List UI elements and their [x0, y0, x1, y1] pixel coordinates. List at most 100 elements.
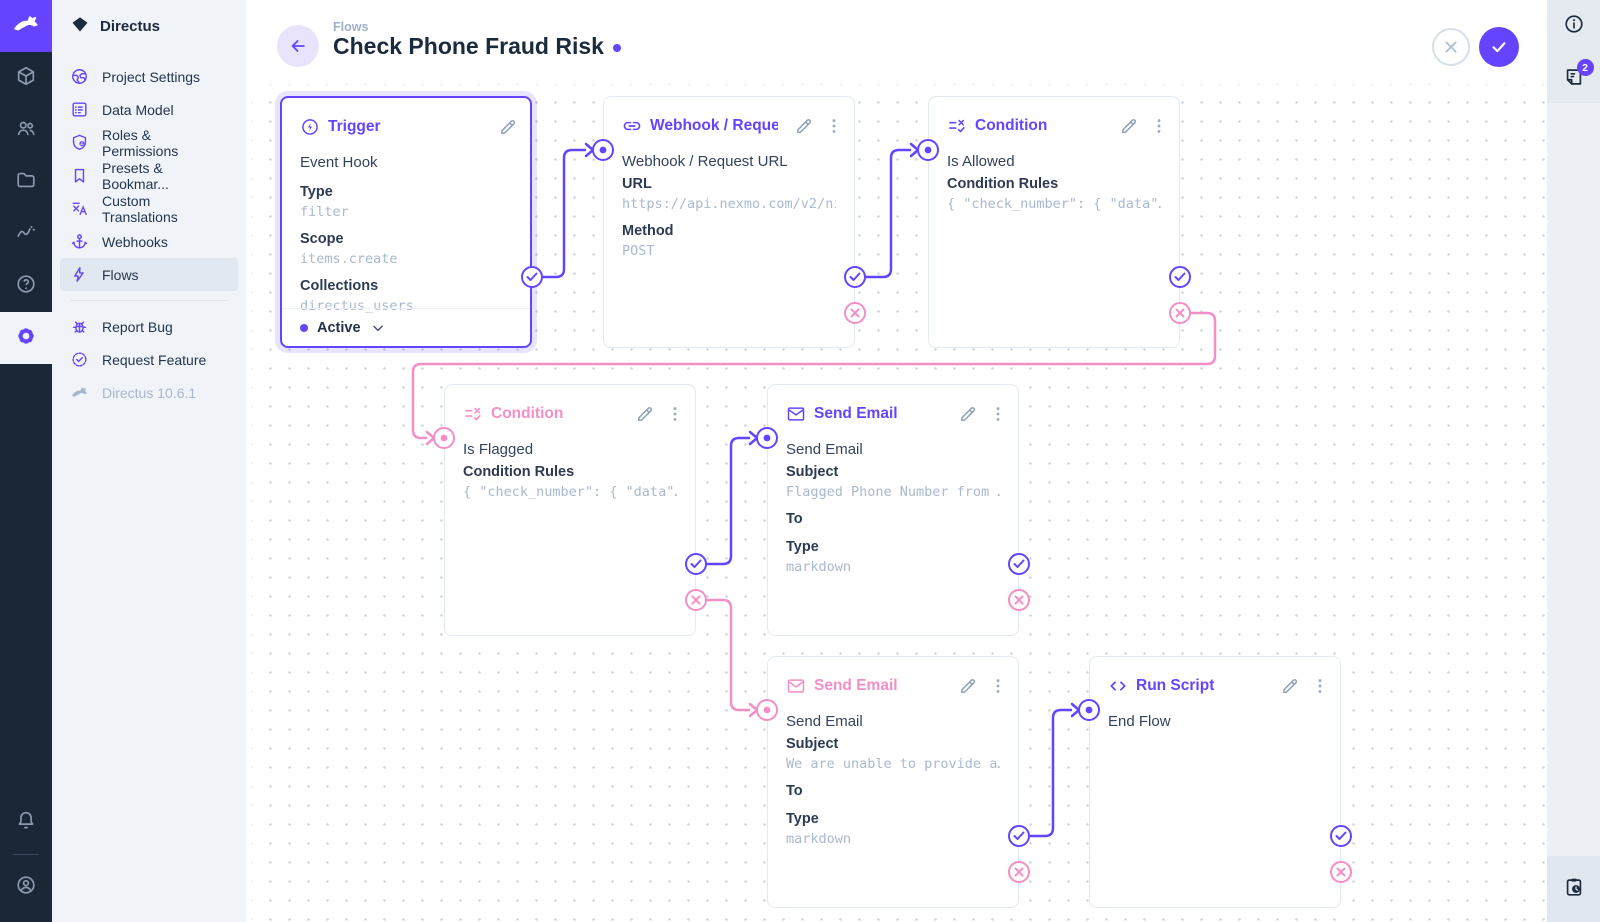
reject-connector[interactable] — [1330, 861, 1352, 883]
reject-connector[interactable] — [685, 589, 707, 611]
trigger-name: Event Hook — [300, 154, 378, 171]
more-options-icon[interactable] — [988, 676, 1006, 696]
project-header[interactable]: Directus — [52, 0, 246, 52]
input-connector[interactable] — [1078, 699, 1100, 721]
resolve-connector[interactable] — [1008, 553, 1030, 575]
field-label: Condition Rules — [947, 176, 1059, 192]
reject-connector[interactable] — [1008, 861, 1030, 883]
close-icon — [1445, 41, 1457, 53]
reject-connector[interactable] — [844, 302, 866, 324]
input-connector[interactable] — [756, 699, 778, 721]
edit-icon[interactable] — [794, 116, 814, 136]
panel-condition-allowed[interactable]: Condition Is Allowed Condition Rules { "… — [928, 96, 1180, 348]
panel-send-email-unable[interactable]: Send Email Send Email Subject We are una… — [767, 656, 1019, 908]
info-button[interactable] — [1547, 2, 1600, 50]
module-insights[interactable] — [0, 208, 52, 260]
more-options-icon[interactable] — [1149, 116, 1167, 136]
panel-title: Condition — [975, 117, 1048, 134]
sidebar-item-label: Report Bug — [102, 318, 173, 335]
flow-canvas[interactable]: Flows Check Phone Fraud Risk — [246, 0, 1547, 922]
more-options-icon[interactable] — [665, 404, 683, 424]
more-options-icon[interactable] — [988, 404, 1006, 424]
sidebar-item-data-model[interactable]: Data Model — [60, 93, 238, 126]
resolve-connector[interactable] — [1008, 825, 1030, 847]
anchor-icon — [70, 232, 89, 251]
sidebar-item-roles-permissions[interactable]: Roles & Permissions — [60, 126, 238, 159]
resolve-connector[interactable] — [1330, 825, 1352, 847]
panel-title: Webhook / Request URL — [650, 117, 778, 134]
sidebar-item-presets-bookmarks[interactable]: Presets & Bookmar... — [60, 159, 238, 192]
edit-icon[interactable] — [1280, 676, 1300, 696]
notices-icon: 2 — [1563, 59, 1594, 88]
reject-connector[interactable] — [1169, 302, 1191, 324]
field-value: We are unable to provide a… — [786, 756, 1000, 772]
edit-icon[interactable] — [498, 117, 518, 137]
edit-icon[interactable] — [958, 404, 978, 424]
sidebar-item-label: Project Settings — [102, 68, 201, 85]
input-connector[interactable] — [433, 427, 455, 449]
check-icon — [1492, 42, 1506, 53]
page-title: Check Phone Fraud Risk — [333, 33, 621, 60]
edit-icon[interactable] — [958, 676, 978, 696]
module-content[interactable] — [0, 52, 52, 104]
module-bar — [0, 0, 52, 922]
users-icon — [15, 117, 37, 144]
panel-condition-flagged[interactable]: Condition Is Flagged Condition Rules { "… — [444, 384, 696, 636]
sidebar-item-report-bug[interactable]: Report Bug — [60, 310, 238, 343]
input-connector[interactable] — [592, 139, 614, 161]
operation-name: Webhook / Request URL — [622, 153, 788, 170]
field-label: Scope — [300, 231, 344, 247]
field-value: { "check_number": { "data"… — [947, 196, 1161, 212]
save-button[interactable] — [1479, 27, 1519, 67]
sidebar-item-flows[interactable]: Flows — [60, 258, 238, 291]
edit-icon[interactable] — [1119, 116, 1139, 136]
module-help[interactable] — [0, 260, 52, 312]
notifications-badge: 2 — [1576, 59, 1594, 76]
insights-icon — [15, 221, 37, 248]
field-label: Type — [300, 184, 333, 200]
notifications-button[interactable] — [0, 796, 52, 848]
link-icon — [622, 116, 642, 136]
data-model-icon — [70, 100, 89, 119]
resolve-connector[interactable] — [521, 266, 543, 288]
sidebar-item-version[interactable]: Directus 10.6.1 — [60, 376, 238, 409]
resolve-connector[interactable] — [844, 266, 866, 288]
sidebar-item-request-feature[interactable]: Request Feature — [60, 343, 238, 376]
resolve-connector[interactable] — [685, 553, 707, 575]
more-options-icon[interactable] — [1310, 676, 1328, 696]
field-value: { "check_number": { "data"… — [463, 484, 677, 500]
module-users[interactable] — [0, 104, 52, 156]
more-options-icon[interactable] — [824, 116, 842, 136]
sidebar-item-label: Request Feature — [102, 351, 207, 368]
panel-webhook[interactable]: Webhook / Request URL Webhook / Request … — [603, 96, 855, 348]
module-settings[interactable] — [0, 312, 52, 364]
field-value: markdown — [786, 831, 852, 847]
rail-divider — [13, 854, 39, 855]
resolve-connector[interactable] — [1169, 266, 1191, 288]
flow-status-dropdown[interactable]: Active — [282, 308, 530, 346]
rabbit-icon — [70, 383, 89, 402]
sidebar-item-webhooks[interactable]: Webhooks — [60, 225, 238, 258]
sidebar-item-project-settings[interactable]: Project Settings — [60, 60, 238, 93]
breadcrumb[interactable]: Flows — [333, 20, 369, 34]
panel-send-email-flagged[interactable]: Send Email Send Email Subject Flagged Ph… — [767, 384, 1019, 636]
sidebar-item-custom-translations[interactable]: Custom Translations — [60, 192, 238, 225]
revisions-button[interactable] — [1547, 865, 1600, 913]
cancel-button[interactable] — [1432, 28, 1470, 66]
input-connector[interactable] — [917, 139, 939, 161]
account-icon — [15, 874, 37, 901]
directus-logo[interactable] — [0, 0, 52, 52]
feature-icon — [70, 350, 89, 369]
user-avatar[interactable] — [0, 861, 52, 913]
module-files[interactable] — [0, 156, 52, 208]
edit-icon[interactable] — [635, 404, 655, 424]
panel-run-script[interactable]: Run Script End Flow — [1089, 656, 1341, 908]
notices-button[interactable]: 2 — [1547, 53, 1600, 101]
translate-icon — [70, 199, 89, 218]
field-value: Flagged Phone Number from … — [786, 484, 1000, 500]
reject-connector[interactable] — [1008, 589, 1030, 611]
panel-trigger[interactable]: Trigger Event Hook Type filter Scope ite… — [280, 96, 532, 348]
mail-icon — [786, 404, 806, 424]
input-connector[interactable] — [756, 427, 778, 449]
back-button[interactable] — [277, 25, 319, 67]
